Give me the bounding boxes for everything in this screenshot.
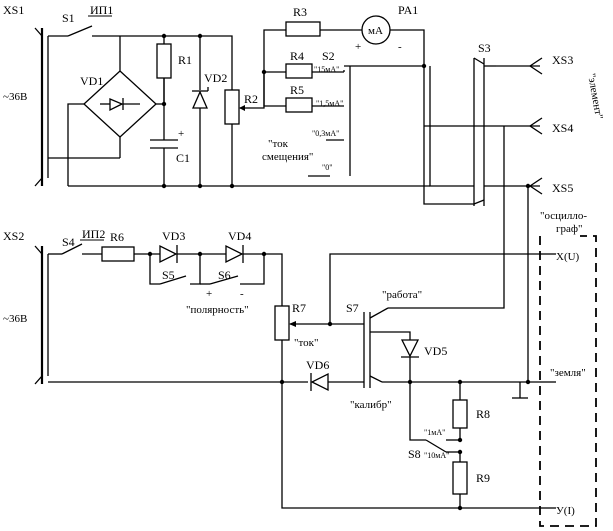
r7-label: R7 <box>292 301 306 315</box>
connector-xs3 <box>529 57 543 75</box>
vd6-label: VD6 <box>306 358 329 372</box>
connector-xs4 <box>514 117 543 135</box>
xs5-label: XS5 <box>552 181 573 195</box>
resistor-r4 <box>285 63 313 79</box>
s5-label: S5 <box>162 268 175 282</box>
resistor-r8 <box>452 399 468 429</box>
diode-vd4 <box>225 244 244 264</box>
polarity-label: "полярность" <box>186 304 249 316</box>
voltage-label-bottom: ~36В <box>3 313 27 325</box>
s8-label: S8 <box>408 447 421 461</box>
oscilloscope-ground: "земля" <box>550 367 586 379</box>
connector-xs5 <box>529 177 543 195</box>
potentiometer-r2 <box>224 89 240 125</box>
xs3-label: XS3 <box>552 53 573 67</box>
s3-label: S3 <box>478 41 491 55</box>
s8-pos-1ma: "1мА" <box>424 428 445 437</box>
r5-label: R5 <box>290 83 304 97</box>
s7-calibration-label: "калибр" <box>350 399 392 411</box>
ip1-label: ИП1 <box>90 3 113 17</box>
switch-s3 <box>423 57 540 206</box>
resistor-r6 <box>101 246 135 262</box>
s6-label: S6 <box>218 268 231 282</box>
r8-label: R8 <box>476 407 490 421</box>
c1-label: C1 <box>176 151 190 165</box>
diode-vd2 <box>192 36 209 186</box>
polarity-plus: + <box>206 288 212 300</box>
diode-bridge-vd1 <box>67 36 164 186</box>
s2-label: S2 <box>322 49 335 63</box>
meter-plus: + <box>355 41 361 53</box>
r2-label: R2 <box>244 92 258 106</box>
switch-s6 <box>200 254 265 285</box>
r9-label: R9 <box>476 471 490 485</box>
switch-s1 <box>67 25 120 37</box>
xs4-label: XS4 <box>552 121 573 135</box>
oscilloscope-y-input: У(I) <box>556 505 575 517</box>
s7-label: S7 <box>346 301 359 315</box>
vd4-label: VD4 <box>228 229 251 243</box>
c1-plus: + <box>178 128 184 140</box>
connector-xs1 <box>34 27 49 187</box>
oscilloscope-title-1: "осцилло- <box>540 210 587 222</box>
diode-vd3 <box>159 244 178 264</box>
oscilloscope-title-2: граф" <box>556 223 583 235</box>
ip2-label: ИП2 <box>82 227 105 241</box>
resistor-r3 <box>285 21 321 37</box>
resistor-r5 <box>285 97 313 113</box>
r1-label: R1 <box>178 53 192 67</box>
switch-s8 <box>425 439 460 453</box>
vd5-label: VD5 <box>424 344 447 358</box>
r4-label: R4 <box>290 49 304 63</box>
voltage-label-top: ~36В <box>3 91 27 103</box>
meter-unit: мА <box>368 25 383 37</box>
resistor-r1 <box>156 43 172 79</box>
s7-current-label: "ток" <box>294 337 319 349</box>
polarity-minus: - <box>240 288 244 300</box>
element-label: "элемент" <box>585 72 605 120</box>
capacitor-c1 <box>150 104 178 186</box>
switch-s5 <box>149 254 201 285</box>
connector-xs2 <box>34 245 49 385</box>
s2-pos-0-3ma: "0,3мА" <box>312 129 339 138</box>
bias-current-label-2: смещения" <box>262 151 313 163</box>
s1-label: S1 <box>62 11 75 25</box>
xs1-label: XS1 <box>3 3 24 17</box>
resistor-r7 <box>274 305 290 341</box>
diode-vd6 <box>310 372 329 392</box>
r6-label: R6 <box>110 230 124 244</box>
s2-pos-15ma: "15мА" <box>314 65 339 74</box>
s2-pos-1-5ma: "1,5мА" <box>316 99 343 108</box>
pa1-label: PA1 <box>398 3 418 17</box>
vd3-label: VD3 <box>162 229 185 243</box>
s7-work-label: "работа" <box>382 289 422 301</box>
oscilloscope-block <box>539 235 597 527</box>
bias-current-label-1: "ток <box>268 138 289 150</box>
milliammeter-pa1: мА <box>361 15 391 45</box>
vd2-label: VD2 <box>204 71 227 85</box>
vd1-label: VD1 <box>80 74 103 88</box>
switch-s4 <box>61 243 83 255</box>
diode-vd5 <box>400 339 420 358</box>
oscilloscope-x-input: X(U) <box>556 251 580 263</box>
s2-pos-0: "0" <box>322 163 333 172</box>
switch-s7 <box>330 126 505 388</box>
xs2-label: XS2 <box>3 229 24 243</box>
switch-s2 <box>308 65 424 177</box>
s8-pos-10ma: "10мА" <box>424 451 449 460</box>
resistor-r9 <box>452 461 468 495</box>
meter-minus: - <box>398 41 402 53</box>
s4-label: S4 <box>62 235 75 249</box>
r3-label: R3 <box>293 5 307 19</box>
